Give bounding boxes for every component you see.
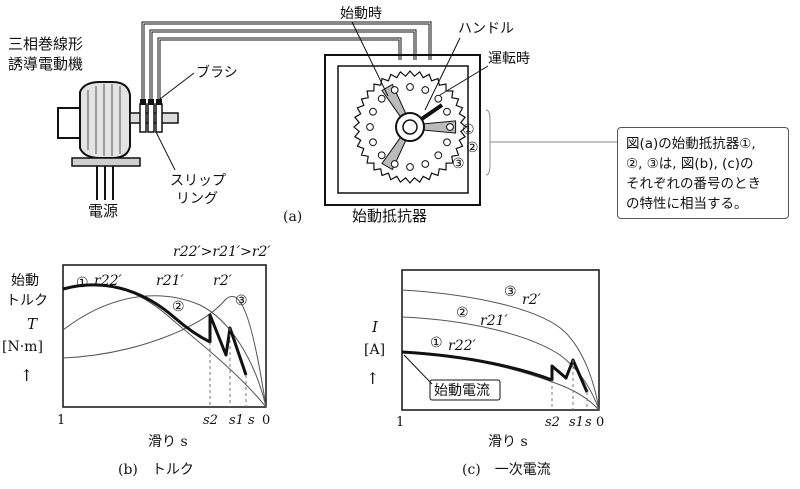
panel-a: 三相巻線形 誘導電動機 電源 ブラシ スリップ リング (8, 6, 617, 225)
start-position-label: 始動時 (340, 6, 382, 22)
panel-b: r22′>r21′>r2′ 始動 トルク T [N·m] ↑ ① r22′ r2… (2, 244, 271, 478)
handle-label: ハンドル (458, 21, 514, 37)
dial-contact-stud (390, 86, 399, 94)
torque-ylabel-symbol: T (27, 315, 38, 333)
dial-contact-stud (406, 163, 414, 171)
dial-contact-stud (390, 160, 399, 168)
torque-ylabel-arrow: ↑ (20, 366, 33, 385)
rheostat-num-1: ① (462, 122, 475, 138)
callout-line-4: の特性に相当する。 (626, 196, 748, 212)
torque-x-right: 0 (262, 413, 270, 428)
current-x-s1: s1 (569, 415, 584, 430)
start-position-leader (351, 21, 389, 97)
torque-plot-frame (62, 264, 267, 408)
torque-curve1-r: r22′ (94, 273, 123, 289)
start-current-box (429, 379, 501, 401)
brush-label: ブラシ (196, 64, 238, 81)
rheostat-num-3: ③ (452, 156, 465, 172)
callout-line-3: それぞれの番号のとき (626, 176, 761, 192)
current-xlabel: 滑り s (488, 433, 528, 450)
panel-c-caption: (c) 一次電流 (462, 462, 551, 478)
callout-line-1: 図(a)の始動抵抗器①, (626, 136, 756, 152)
current-curve3-num: ③ (504, 284, 517, 300)
current-curve2-r: r21′ (480, 313, 509, 329)
current-curve1-r: r22′ (448, 338, 477, 354)
torque-ylabel-line1: 始動 (11, 273, 39, 289)
torque-curves (62, 283, 267, 408)
current-ylabel-symbol: I (371, 318, 379, 336)
torque-curve3-r: r2′ (213, 273, 233, 289)
panel-b-caption: (b) トルク (118, 462, 194, 478)
brush-leader (159, 72, 195, 100)
dial-contact-stud (377, 151, 386, 160)
torque-curve2-r: r21′ (156, 273, 185, 289)
dial-contact-stud (421, 86, 430, 94)
dial-contact-stud (434, 94, 443, 103)
motor-label-line2: 誘導電動機 (8, 55, 83, 73)
panel-c: I [A] ↑ ③ r2′ ② r21′ ① r22′ 始動電流 1 0 s2 … (364, 269, 604, 478)
current-ylabel-unit: [A] (364, 342, 385, 358)
dial-contact-stud (366, 123, 374, 131)
current-curve1-num: ① (430, 335, 443, 351)
callout-bracket (485, 109, 491, 176)
current-x-right: 0 (596, 415, 604, 430)
torque-curve2-num: ② (172, 299, 185, 315)
rheostat-label: 始動抵抗器 (352, 207, 427, 225)
current-x-s: s (585, 415, 592, 430)
current-curve2-num: ② (456, 305, 469, 321)
run-position-label: 運転時 (488, 51, 530, 67)
current-curve-3 (401, 289, 600, 411)
power-label: 電源 (88, 202, 118, 220)
panel-a-caption: (a) (283, 209, 302, 225)
current-x-left: 1 (396, 415, 404, 430)
current-curve-2 (401, 316, 600, 411)
starting-rheostat (324, 54, 481, 206)
dial-contact-stud (446, 123, 454, 131)
dial-contact-stud (406, 83, 414, 91)
torque-x-s2: s2 (203, 413, 218, 428)
torque-x-left: 1 (57, 413, 65, 428)
current-curves (401, 289, 600, 411)
torque-xlabel: 滑り s (148, 433, 188, 450)
slip-ring-label-line2: リング (176, 191, 218, 207)
dial-contact-stud (443, 138, 451, 147)
torque-curve-3 (62, 295, 267, 408)
dial-contact-stud (369, 138, 377, 147)
torque-x-s: s (248, 413, 255, 428)
torque-curve3-num: ③ (235, 293, 248, 309)
callout-note: 図(a)の始動抵抗器①, ②, ③は, 図(b), (c)の それぞれの番号のと… (617, 127, 789, 219)
dial-contact-stud (434, 151, 443, 160)
callout-line-2: ②, ③は, 図(b), (c)の (626, 156, 754, 172)
torque-ylabel-unit: [N·m] (2, 339, 43, 355)
current-x-s2: s2 (545, 415, 560, 430)
torque-x-s1: s1 (229, 413, 244, 428)
current-starting-trajectory (401, 350, 589, 393)
start-current-leader (403, 354, 433, 385)
resistance-relation: r22′>r21′>r2′ (173, 244, 271, 260)
torque-starting-trajectory (62, 283, 248, 376)
slip-ring-leader (155, 131, 176, 171)
slip-ring-label-line1: スリップ (170, 173, 226, 189)
dial-contact-stud (369, 107, 377, 116)
motor-label-line1: 三相巻線形 (8, 35, 83, 53)
current-plot-frame (401, 269, 600, 411)
dial-contact-stud (443, 107, 451, 116)
run-position-leader (439, 65, 489, 96)
torque-curve-2 (62, 295, 267, 408)
current-ylabel-arrow: ↑ (366, 369, 379, 388)
handle-leader (424, 37, 461, 111)
dial-contact-stud (421, 160, 430, 168)
torque-curve1-num: ① (76, 275, 89, 291)
torque-ylabel-line2: トルク (6, 293, 48, 309)
dial-contact-stud (377, 94, 386, 103)
rheostat-num-2: ② (466, 140, 479, 156)
motor-drawing (57, 81, 179, 200)
start-current-label: 始動電流 (434, 383, 490, 399)
current-curve3-r: r2′ (522, 292, 542, 308)
